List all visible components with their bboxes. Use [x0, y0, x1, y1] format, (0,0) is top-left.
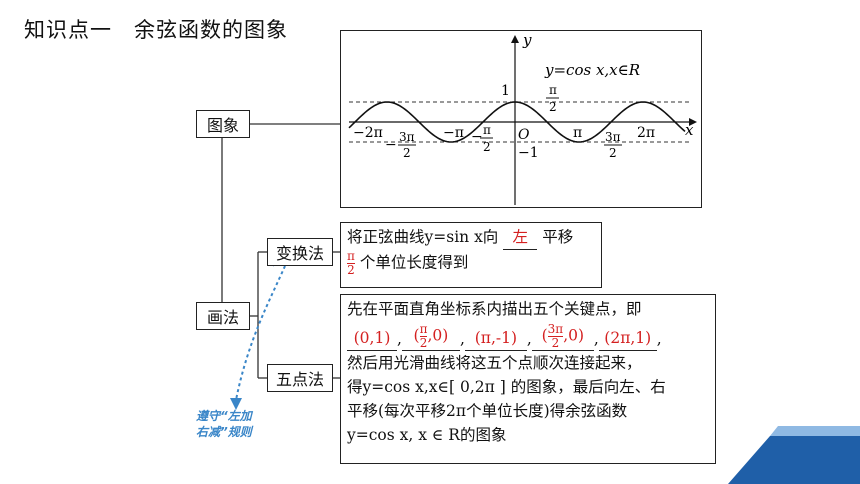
x-axis-label: x — [685, 121, 694, 139]
answer-direction: 左 — [503, 225, 538, 250]
svg-text:−: − — [385, 137, 397, 153]
five-point-label-box: 五点法 — [267, 364, 333, 392]
method-label: 画法 — [206, 308, 239, 327]
svg-text:2: 2 — [403, 146, 411, 160]
five-point-text-4: 得y=cos x,x∈[ 0,2π ] 的图象，最后向左、右 — [347, 378, 666, 396]
graph-label-box: 图象 — [196, 110, 250, 138]
five-point-text-1: 先在平面直角坐标系内描出五个关键点，即 — [347, 300, 642, 318]
method-label-box: 画法 — [196, 302, 250, 330]
svg-text:−2π: −2π — [353, 125, 383, 141]
transform-text-1: 将正弦曲线y=sin x向 — [347, 228, 499, 246]
key-point-5: (2π,1) — [598, 326, 657, 351]
svg-text:π: π — [573, 125, 582, 141]
svg-text:π: π — [483, 123, 491, 137]
y-axis-label: y — [522, 31, 532, 49]
corner-decoration — [728, 436, 860, 484]
svg-text:−π: −π — [443, 125, 464, 141]
transform-text-2: 平移 — [542, 228, 574, 246]
transform-label: 变换法 — [275, 244, 324, 263]
svg-text:2: 2 — [549, 100, 557, 114]
five-point-text-5: 平移(每次平移2π个单位长度)得余弦函数 — [347, 402, 628, 420]
section-title: 知识点一 余弦函数的图象 — [24, 18, 288, 42]
svg-text:2: 2 — [609, 146, 617, 160]
svg-text:2π: 2π — [637, 125, 655, 141]
key-point-3: (π,-1) — [464, 326, 527, 351]
svg-text:−: − — [471, 129, 483, 145]
y-one-label: 1 — [501, 83, 510, 99]
graph-box: y x y=cos x,x∈R 1 O −1 −2π − 3π 2 −π − π… — [340, 30, 702, 208]
svg-text:3π: 3π — [605, 130, 621, 144]
tick-labels: −2π − 3π 2 −π − π 2 π 2 π 3π 2 2π — [353, 83, 655, 160]
cosine-graph: y x y=cos x,x∈R 1 O −1 −2π − 3π 2 −π − π… — [348, 31, 697, 205]
svg-text:π: π — [549, 83, 557, 97]
five-point-text-6: y=cos x, x ∈ R的图象 — [347, 426, 507, 444]
rule-note: 遵守“左加 右减”规则 — [196, 409, 252, 439]
y-neg-one-label: −1 — [518, 145, 539, 161]
transform-text-3: 个单位长度得到 — [359, 253, 469, 272]
svg-text:2: 2 — [483, 140, 491, 154]
graph-label: 图象 — [206, 116, 239, 135]
transform-label-box: 变换法 — [267, 238, 333, 266]
function-label: y=cos x,x∈R — [544, 61, 640, 79]
key-point-1: (0,1) — [347, 326, 397, 351]
origin-label: O — [518, 127, 530, 143]
five-point-text-3: 然后用光滑曲线将这五个点顺次连接起来， — [347, 354, 642, 372]
svg-text:3π: 3π — [399, 130, 415, 144]
five-point-label: 五点法 — [275, 370, 324, 389]
cosine-curve — [348, 101, 686, 143]
